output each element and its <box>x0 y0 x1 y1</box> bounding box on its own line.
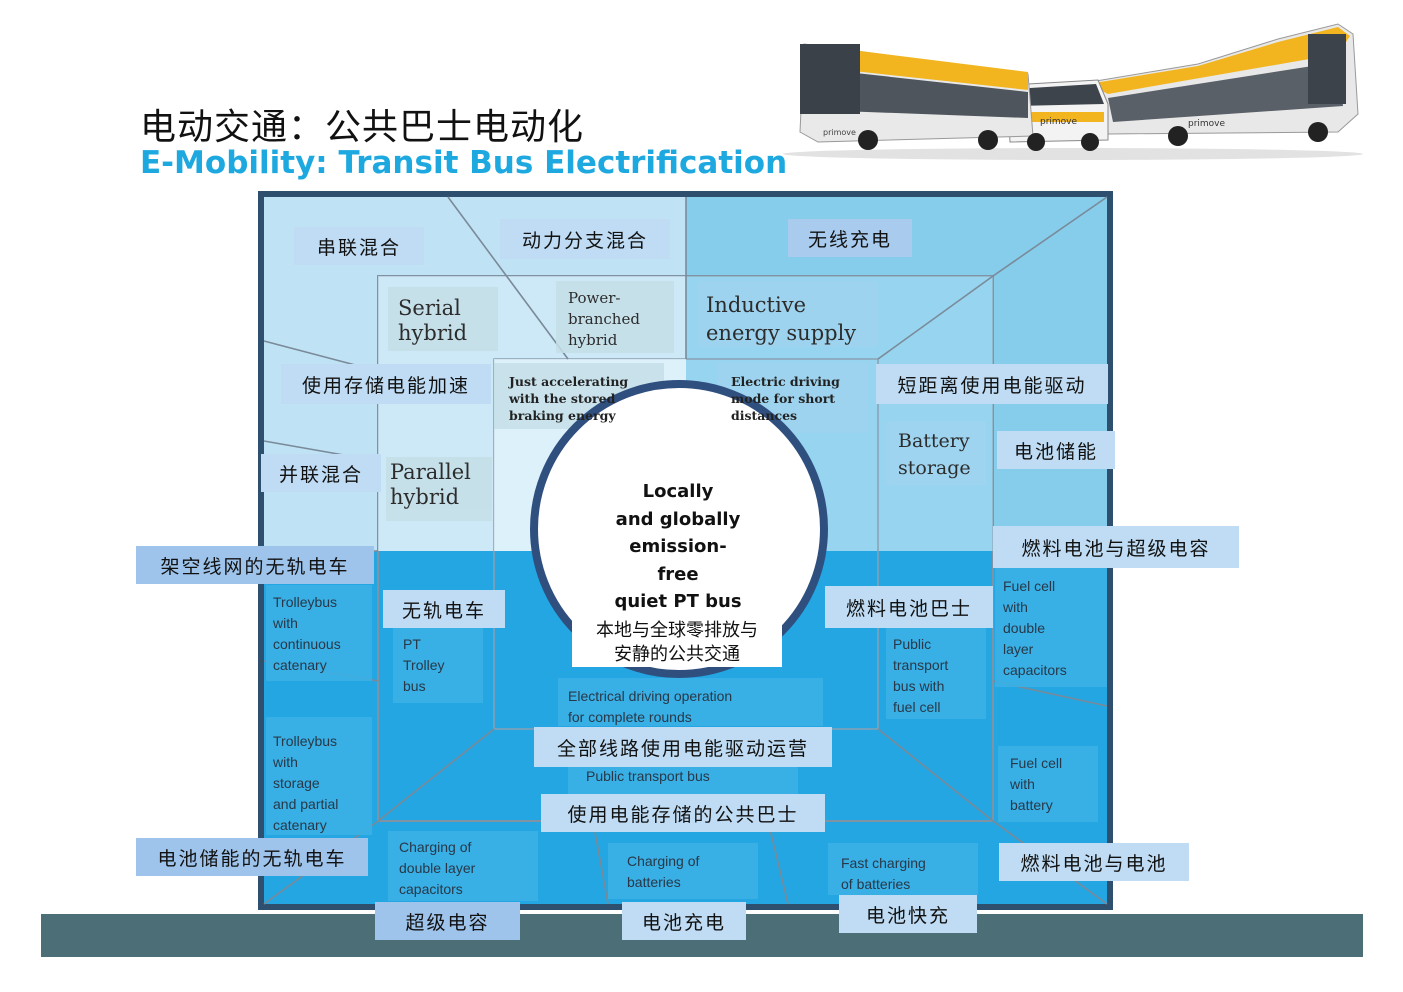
fuelcell-bus-zh: 燃料电池巴士 <box>825 586 993 628</box>
complete-rounds-zh: 全部线路使用电能驱动运营 <box>534 727 832 767</box>
pt-trolley-zh: 无轨电车 <box>383 590 505 628</box>
page-title-en: E-Mobility: Transit Bus Electrification <box>140 145 788 181</box>
short-distance-zh: 短距离使用电能驱动 <box>876 364 1108 404</box>
page-title-zh: 电动交通：公共巴士电动化 <box>140 107 585 148</box>
accelerating-zh: 使用存储电能加速 <box>281 364 491 404</box>
center-bus-label: Locally and globally emission- free quie… <box>614 481 742 612</box>
fuelcell-supercap-zh: 燃料电池与超级电容 <box>993 526 1239 568</box>
fuelcell-battery-zh: 燃料电池与电池 <box>999 843 1189 881</box>
bus-logo-1: primove <box>823 128 856 137</box>
bus-logo-3: primove <box>1188 119 1226 129</box>
double-layer-charging-zh: 超级电容 <box>375 902 520 940</box>
parallel-hybrid-zh: 并联混合 <box>261 454 381 492</box>
center-bus-label-zh: 本地与全球零排放与 安静的公共交通 <box>572 619 782 667</box>
bus-logo-2: primove <box>1040 117 1078 127</box>
storage-bus-zh: 使用电能存储的公共巴士 <box>541 794 825 832</box>
power-branched-zh: 动力分支混合 <box>500 219 670 259</box>
trolleybus-storage-zh: 电池储能的无轨电车 <box>136 838 368 876</box>
storage-bus-label: Public transport bus <box>586 768 710 784</box>
fast-charging-zh: 电池快充 <box>839 895 977 933</box>
serial-hybrid-zh: 串联混合 <box>294 227 424 265</box>
battery-charging-zh: 电池充电 <box>622 902 746 940</box>
battery-storage-zh: 电池储能 <box>997 431 1115 469</box>
inductive-zh: 无线充电 <box>788 219 912 257</box>
trolleybus-catenary-zh: 架空线网的无轨电车 <box>136 546 374 584</box>
bus-illustration: primove primove primove <box>783 23 1363 160</box>
